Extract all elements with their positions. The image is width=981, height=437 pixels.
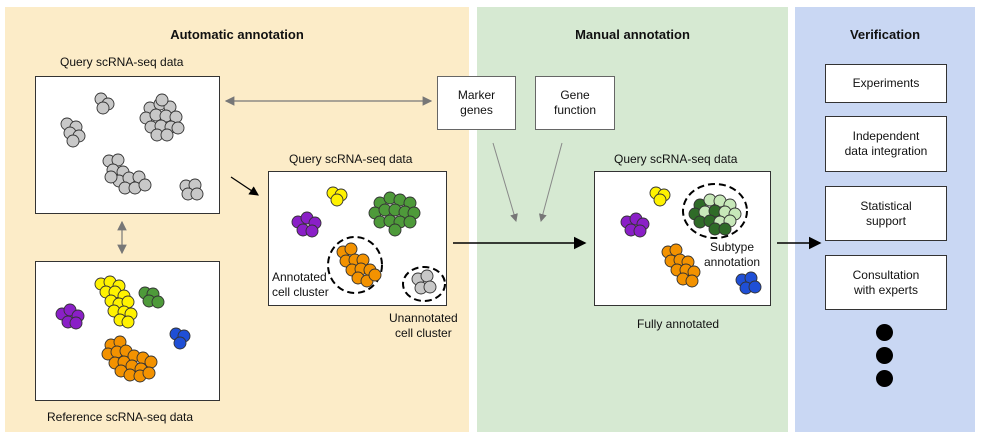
independent-integration-box: Independent data integration	[825, 116, 947, 172]
reference-label: Reference scRNA-seq data	[47, 410, 194, 424]
subtype-annotation-label: Subtype annotation	[704, 240, 760, 270]
marker-down-arrow	[492, 142, 518, 222]
automatic-annotation-title: Automatic annotation	[170, 27, 304, 42]
unannotated-line2: cell cluster	[395, 326, 452, 340]
ellipsis-dot-3	[876, 370, 893, 387]
subtype-outline	[682, 183, 748, 239]
unannotated-cluster-label: Unannotated cell cluster	[389, 311, 458, 341]
unannotated-cluster-outline	[402, 266, 446, 302]
gene-line1: Gene	[560, 88, 590, 102]
gene-down-arrow	[538, 142, 563, 222]
query-right-label: Query scRNA-seq data	[614, 152, 738, 166]
statistical-line1: Statistical	[860, 198, 912, 213]
independent-line1: Independent	[852, 129, 920, 143]
query-to-partial-arrow	[230, 176, 259, 196]
marker-genes-box: Marker genes	[437, 76, 516, 130]
ellipsis-dot-1	[876, 324, 893, 341]
independent-line2: data integration	[844, 144, 928, 158]
subtype-line2: annotation	[704, 255, 761, 269]
annotated-cluster-outline	[327, 236, 383, 294]
consultation-line1: Consultation	[852, 267, 920, 282]
annotated-line1: Annotated	[272, 270, 327, 284]
experiments-text: Experiments	[852, 76, 920, 90]
marker-line1: Marker	[457, 88, 496, 102]
query-top-label: Query scRNA-seq data	[60, 55, 184, 69]
gene-function-box: Gene function	[535, 76, 615, 130]
annotated-line2: cell cluster	[272, 285, 329, 299]
gene-line2: function	[553, 103, 597, 117]
fully-annotated-label: Fully annotated	[637, 317, 720, 331]
statistical-line2: support	[865, 213, 906, 228]
manual-annotation-title: Manual annotation	[575, 27, 690, 42]
unannotated-line1: Unannotated	[389, 311, 458, 325]
annotated-cluster-label: Annotated cell cluster	[272, 270, 329, 300]
consultation-box: Consultation with experts	[825, 255, 947, 310]
verification-title: Verification	[849, 27, 921, 42]
ellipsis-dot-2	[876, 347, 893, 364]
marker-line2: genes	[460, 103, 493, 117]
subtype-line1: Subtype	[710, 240, 755, 254]
statistical-support-box: Statistical support	[825, 186, 947, 241]
query-mid-label: Query scRNA-seq data	[289, 152, 413, 166]
experiments-box: Experiments	[825, 64, 947, 103]
consultation-line2: with experts	[853, 282, 919, 297]
